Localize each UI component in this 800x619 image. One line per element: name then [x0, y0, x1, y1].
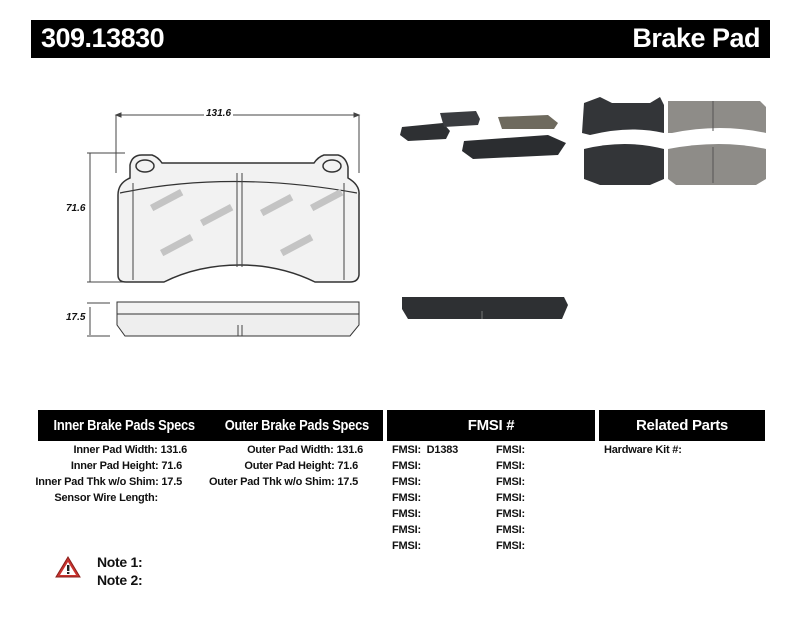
fmsi-row: FMSI:: [392, 476, 421, 488]
fmsi-row: FMSI:: [496, 540, 525, 552]
stoptech-logo-watermark: [150, 189, 344, 257]
inner-spec-row: Inner Pad Thk w/o Shim: 17.5: [35, 476, 182, 488]
fmsi-row: FMSI:: [496, 492, 525, 504]
outer-specs-list: Outer Pad Width: 131.6 Outer Pad Height:…: [200, 442, 366, 490]
inner-specs-header: Inner Brake Pads Specs: [38, 410, 210, 441]
fmsi-column-2: FMSI: FMSI: FMSI: FMSI: FMSI: FMSI: FMSI…: [496, 442, 576, 554]
note-1: Note 1:: [97, 554, 143, 570]
pad-side-photo: [402, 297, 568, 319]
fmsi-row: FMSI:: [392, 492, 421, 504]
header-bar: 309.13830 Brake Pad: [31, 20, 770, 58]
fmsi-header: FMSI #: [387, 410, 595, 441]
note-2: Note 2:: [97, 572, 143, 588]
fmsi-row: FMSI:: [496, 524, 525, 536]
inner-spec-row: Inner Pad Height: 71.6: [70, 460, 182, 472]
inner-spec-row: Inner Pad Width: 131.6: [73, 444, 188, 456]
thickness-dimension: 17.5: [66, 312, 86, 323]
related-parts-list: Hardware Kit #:: [604, 442, 682, 458]
width-dimension: 131.6: [204, 108, 234, 119]
fmsi-row: FMSI:: [392, 460, 421, 472]
fmsi-row: FMSI:: [392, 524, 421, 536]
product-type: Brake Pad: [632, 23, 760, 53]
pad-set-photo: [400, 111, 566, 159]
fmsi-row: FMSI:: [496, 460, 525, 472]
hardware-kit-row: Hardware Kit #:: [604, 444, 682, 456]
outer-spec-row: Outer Pad Height: 71.6: [244, 460, 358, 472]
pad-technical-drawing: [87, 112, 361, 337]
inner-specs-list: Inner Pad Width: 131.6 Inner Pad Height:…: [30, 442, 190, 506]
fmsi-row: FMSI:: [496, 508, 525, 520]
fmsi-row: FMSI:: [392, 540, 421, 552]
inner-spec-row: Sensor Wire Length:: [54, 492, 158, 504]
warning-icon: [55, 556, 81, 578]
part-number: 309.13830: [41, 23, 165, 53]
fmsi-row: FMSI:: [496, 444, 525, 456]
fmsi-row: FMSI:: [496, 476, 525, 488]
outer-spec-row: Outer Pad Thk w/o Shim: 17.5: [208, 476, 358, 488]
outer-specs-header: Outer Brake Pads Specs: [210, 410, 383, 441]
outer-spec-row: Outer Pad Width: 131.6: [247, 444, 363, 456]
related-parts-header: Related Parts: [599, 410, 765, 441]
pad-front-back-photo: [582, 97, 766, 185]
fmsi-row: FMSI: D1383: [392, 444, 459, 456]
fmsi-column-1: FMSI: D1383 FMSI: FMSI: FMSI: FMSI: FMSI…: [392, 442, 492, 554]
fmsi-row: FMSI:: [392, 508, 421, 520]
height-dimension: 71.6: [66, 203, 86, 214]
